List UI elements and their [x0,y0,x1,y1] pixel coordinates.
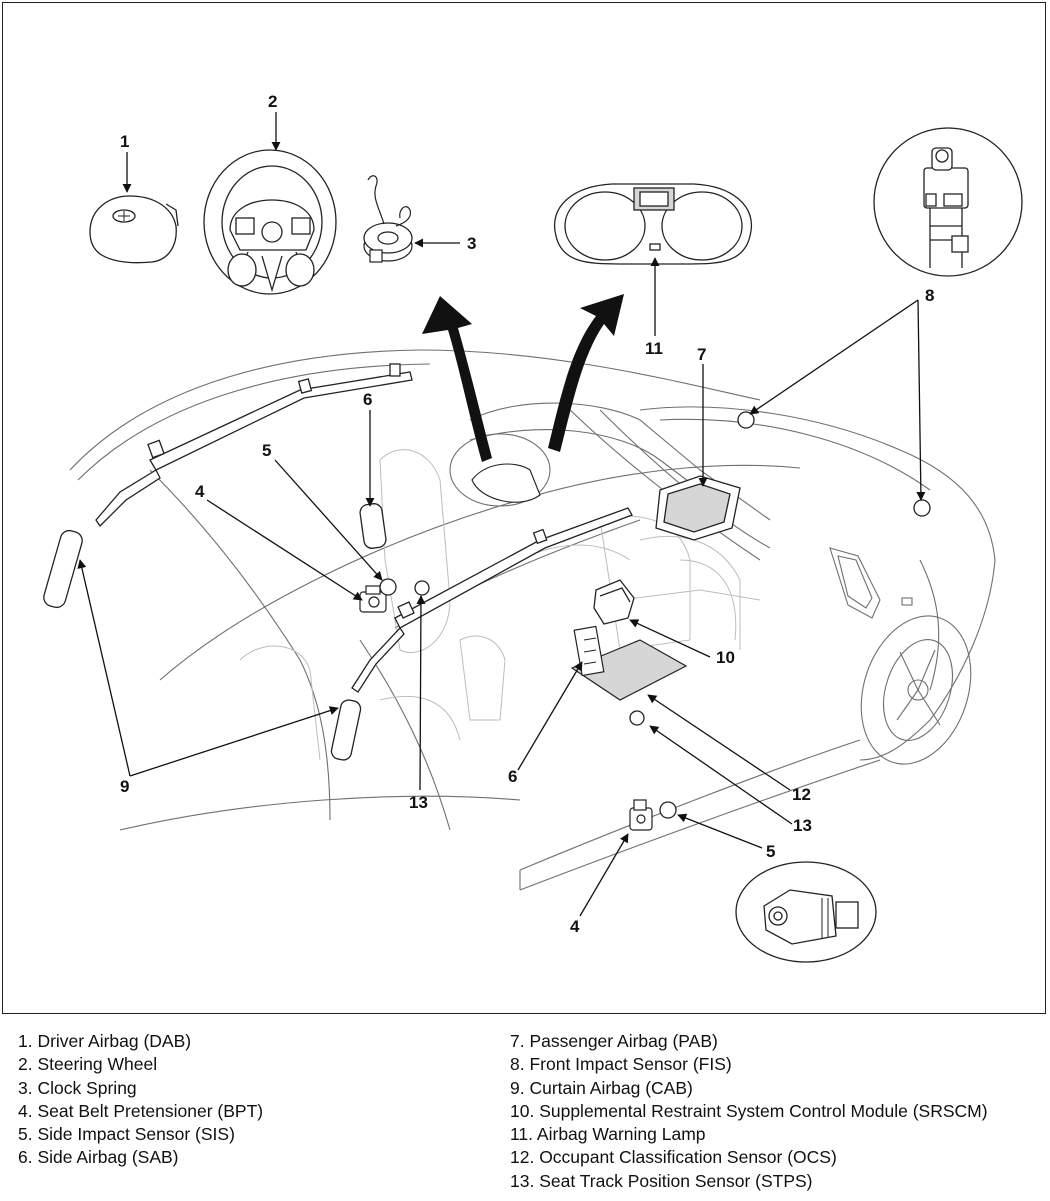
callout-1: 1 [120,132,129,151]
driver-airbag-icon [89,195,179,264]
passenger-airbag-module [655,475,741,541]
front-impact-sensor-detail [873,127,1023,277]
seat-belt-pretensioner [359,585,387,613]
callout-7: 7 [697,345,706,364]
callout-13a: 13 [409,793,428,812]
instrument-cluster-icon [553,183,753,265]
detail-arrows [422,294,624,462]
lower-pretensioner [629,799,653,831]
legend-item: 10. Supplemental Restraint System Contro… [510,1100,988,1121]
legend-item: 4. Seat Belt Pretensioner (BPT) [18,1100,264,1121]
legend-item: 8. Front Impact Sensor (FIS) [510,1054,732,1075]
component-legend: 1. Driver Airbag (DAB) 2. Steering Wheel… [0,1030,1050,1201]
legend-item: 5. Side Impact Sensor (SIS) [18,1124,235,1145]
callout-5a: 5 [262,441,271,460]
callout-9: 9 [120,777,129,796]
callout-5b: 5 [766,842,775,861]
curtain-airbag-right [330,507,633,761]
callout-6b: 6 [508,767,517,786]
callout-leaders [77,112,926,917]
legend-column-left: 1. Driver Airbag (DAB) 2. Steering Wheel… [18,1030,263,1170]
callout-11: 11 [645,339,663,358]
legend-item: 7. Passenger Airbag (PAB) [510,1031,718,1051]
airbag-system-diagram: 1 2 3 4 4 5 5 6 6 7 8 9 10 11 12 13 13 [43,92,1023,963]
callout-2: 2 [268,92,277,111]
legend-item: 9. Curtain Airbag (CAB) [510,1077,693,1098]
legend-item: 1. Driver Airbag (DAB) [18,1031,192,1051]
diagram-frame [2,2,1046,1014]
legend-item: 2. Steering Wheel [18,1054,158,1075]
clock-spring-icon [363,175,413,263]
callout-8: 8 [925,286,934,305]
legend-column-right: 7. Passenger Airbag (PAB) 8. Front Impac… [510,1030,988,1193]
steering-wheel-icon [203,149,337,295]
legend-item: 12. Occupant Classification Sensor (OCS) [510,1147,837,1168]
vehicle-body [69,349,996,891]
callout-12: 12 [792,785,811,804]
curtain-airbag-left [43,363,413,609]
legend-item: 13. Seat Track Position Sensor (STPS) [510,1170,813,1191]
callout-numbers: 1 2 3 4 4 5 5 6 6 7 8 9 10 11 12 13 13 [120,92,934,936]
callout-4a: 4 [195,482,205,501]
callout-3: 3 [467,234,476,253]
legend-item: 11. Airbag Warning Lamp [510,1124,706,1145]
callout-10: 10 [716,648,735,667]
sensor-markers [379,411,931,819]
side-impact-sensor-detail [735,861,877,963]
steering-wheel-interior [449,433,551,507]
callout-13b: 13 [793,816,812,835]
callout-6a: 6 [363,390,372,409]
legend-item: 3. Clock Spring [18,1077,137,1098]
legend-item: 6. Side Airbag (SAB) [18,1147,179,1168]
srscm-module [593,579,635,625]
callout-4b: 4 [570,917,580,936]
